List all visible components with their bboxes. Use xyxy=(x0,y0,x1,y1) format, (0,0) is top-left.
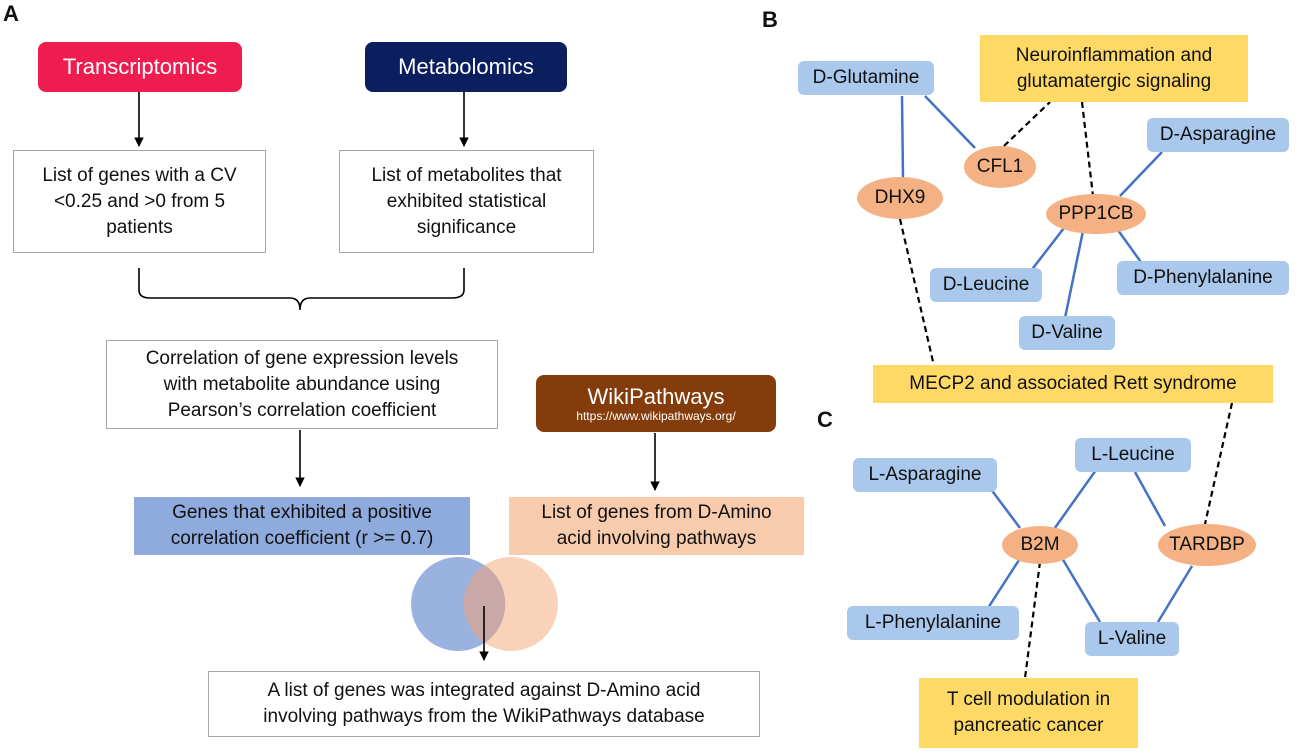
edge-ppp1cb-valine xyxy=(1063,230,1085,319)
node-neuroinflammation: Neuroinflammation and glutamatergic sign… xyxy=(980,35,1248,102)
genes-list-line-3: patients xyxy=(106,216,173,238)
edge-ppp1cb-leucine xyxy=(1029,227,1065,273)
node-l-leucine: L-Leucine xyxy=(1075,438,1191,472)
genes-list-line-1: List of genes with a CV xyxy=(42,164,237,186)
edge-ppp1cb-phenylalanine xyxy=(1113,225,1145,266)
correlation-line-3: Pearson’s correlation coefficient xyxy=(167,399,437,421)
genes-list-box: List of genes with a CV <0.25 and >0 fro… xyxy=(13,150,266,253)
node-dhx9: DHX9 xyxy=(857,177,943,219)
result-line-2: involving pathways from the WikiPathways… xyxy=(263,706,705,727)
metabolites-list-box: List of metabolites that exhibited stati… xyxy=(339,150,594,253)
result-line-1: A list of genes was integrated against D… xyxy=(267,680,701,701)
edge-glutamine-cfl1 xyxy=(924,95,976,149)
transcriptomics-tag: Transcriptomics xyxy=(38,42,242,92)
t-cell-line-2: pancreatic cancer xyxy=(953,715,1104,736)
panel-label-b: B xyxy=(762,7,778,32)
node-tardbp: TARDBP xyxy=(1158,524,1256,566)
venn-overlap xyxy=(463,565,506,643)
edge-mecp2-tardbp xyxy=(1203,402,1234,525)
genes-list-line-2: <0.25 and >0 from 5 xyxy=(53,190,226,212)
edge-b2m-phenylalanine xyxy=(986,559,1021,609)
node-d-asparagine: D-Asparagine xyxy=(1147,118,1289,152)
node-ppp1cb: PPP1CB xyxy=(1046,194,1146,234)
result-box: A list of genes was integrated against D… xyxy=(208,671,760,737)
node-cfl1: CFL1 xyxy=(964,146,1036,188)
pathway-genes-line-1: List of genes from D-Amino xyxy=(541,502,772,523)
merge-brace xyxy=(138,268,465,311)
node-l-asparagine: L-Asparagine xyxy=(853,458,997,492)
node-d-glutamine: D-Glutamine xyxy=(798,61,934,95)
edge-ppp1cb-asparagine xyxy=(1119,151,1163,197)
pathway-genes-line-2: acid involving pathways xyxy=(556,528,757,549)
positive-genes-line-1: Genes that exhibited a positive xyxy=(172,502,432,523)
metabolomics-tag: Metabolomics xyxy=(365,42,567,92)
wikipathways-tag: WikiPathways https://www.wikipathways.or… xyxy=(536,375,776,432)
panel-label-c: C xyxy=(817,407,833,432)
edge-b2m-tcell xyxy=(1023,561,1042,679)
edge-asparagine-b2m xyxy=(989,487,1021,529)
edge-leucine-tardbp xyxy=(1133,471,1167,527)
node-d-phenylalanine: D-Phenylalanine xyxy=(1117,261,1289,295)
correlation-line-2: with metabolite abundance using xyxy=(163,373,441,395)
pathway-genes-box: List of genes from D-Amino acid involvin… xyxy=(509,497,804,555)
metabolites-list-line-1: List of metabolites that xyxy=(371,164,562,186)
node-l-valine: L-Valine xyxy=(1085,622,1179,656)
neuroinflammation-line-1: Neuroinflammation and xyxy=(1015,44,1213,66)
node-l-phenylalanine: L-Phenylalanine xyxy=(847,606,1019,640)
wikipathways-title: WikiPathways xyxy=(587,383,725,409)
node-mecp2: MECP2 and associated Rett syndrome xyxy=(873,365,1273,403)
edge-b2m-valine xyxy=(1060,557,1102,623)
positive-genes-box: Genes that exhibited a positive correlat… xyxy=(134,497,470,555)
edge-valine-tardbp xyxy=(1156,565,1194,623)
wikipathways-url: https://www.wikipathways.org/ xyxy=(576,408,736,423)
node-d-leucine: D-Leucine xyxy=(930,268,1042,302)
node-t-cell-modulation: T cell modulation in pancreatic cancer xyxy=(919,678,1138,748)
positive-genes-line-2: correlation coefficient (r >= 0.7) xyxy=(170,528,434,549)
neuroinflammation-line-2: glutamatergic signaling xyxy=(1016,70,1212,92)
metabolites-list-line-3: significance xyxy=(416,216,517,238)
edge-glutamine-dhx9 xyxy=(900,95,905,179)
edge-cfl1-neuro xyxy=(1003,101,1051,147)
edge-b2m-leucine xyxy=(1050,469,1098,533)
t-cell-line-1: T cell modulation in xyxy=(946,689,1111,710)
correlation-box: Correlation of gene expression levels wi… xyxy=(106,340,498,429)
node-d-valine: D-Valine xyxy=(1019,316,1115,350)
edge-ppp1cb-neuro xyxy=(1080,101,1095,197)
metabolites-list-line-2: exhibited statistical xyxy=(386,190,547,212)
node-b2m: B2M xyxy=(1002,526,1078,564)
edge-dhx9-mecp2 xyxy=(898,218,936,367)
panel-label-a: A xyxy=(3,1,19,26)
correlation-line-1: Correlation of gene expression levels xyxy=(145,347,459,369)
